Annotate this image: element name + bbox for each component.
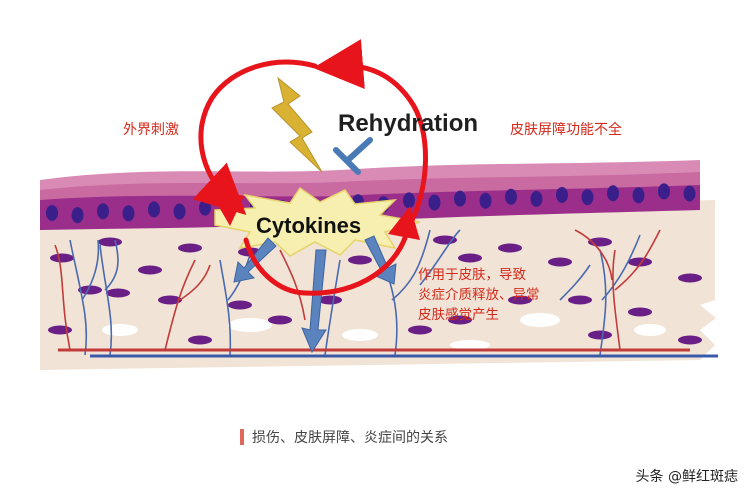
cell-nucleus bbox=[46, 205, 58, 221]
caption-marker bbox=[240, 429, 244, 445]
cell-nucleus bbox=[122, 205, 135, 222]
dermal-cell bbox=[628, 307, 652, 317]
cell-nucleus bbox=[479, 192, 492, 209]
lightning-bolt-icon bbox=[271, 76, 323, 173]
dermal-cell bbox=[50, 253, 74, 263]
cell-nucleus bbox=[403, 192, 415, 209]
dermis-layer bbox=[40, 200, 716, 370]
watermark: 头条 @鲜红斑痣 bbox=[635, 469, 738, 485]
cell-nucleus bbox=[454, 190, 466, 207]
cycle-arrowhead-top bbox=[330, 52, 360, 84]
cell-nucleus bbox=[683, 185, 696, 202]
cell-nucleus bbox=[607, 185, 619, 202]
effect-line-2: 炎症介质释放、异常 bbox=[418, 287, 540, 303]
dermal-cell bbox=[498, 243, 522, 253]
down-arrow-middle bbox=[301, 249, 327, 354]
dermal-cell bbox=[138, 265, 162, 275]
cell-nucleus bbox=[428, 194, 441, 211]
cell-nucleus bbox=[71, 207, 84, 224]
effect-line-1: 作用于皮肤，导致 bbox=[418, 267, 526, 283]
cell-nucleus bbox=[505, 188, 517, 205]
dermal-cell bbox=[548, 257, 572, 267]
cytokines-label: Cytokines bbox=[256, 213, 361, 238]
cycle-arrowhead-left bbox=[208, 188, 244, 226]
dermal-cell bbox=[106, 288, 130, 298]
cell-nucleus bbox=[530, 190, 543, 207]
dermal-cell bbox=[268, 315, 292, 325]
cell-nucleus bbox=[148, 201, 160, 218]
dermal-cell bbox=[568, 295, 592, 305]
effect-description: 作用于皮肤，导致 炎症介质释放、异常 皮肤感觉产生 bbox=[418, 265, 540, 325]
dermal-cell bbox=[628, 257, 652, 267]
dermal-cell bbox=[508, 295, 532, 305]
blood-vessels bbox=[54, 229, 661, 351]
cell-nucleus bbox=[632, 187, 645, 204]
dermal-cell bbox=[48, 325, 72, 335]
dermal-cells bbox=[48, 235, 702, 345]
external-stimulus-label: 外界刺激 bbox=[123, 122, 179, 138]
figure-caption: 损伤、皮肤屏障、炎症间的关系 bbox=[240, 427, 448, 447]
cycle-arrow-icon bbox=[192, 39, 428, 296]
dermal-cell bbox=[678, 335, 702, 345]
rehydration-label: Rehydration bbox=[338, 110, 479, 137]
dermal-cell bbox=[408, 325, 432, 335]
cell-nucleus bbox=[556, 187, 568, 203]
dermal-cell bbox=[178, 243, 202, 253]
dermal-cell bbox=[458, 253, 482, 263]
dermal-cell bbox=[318, 295, 342, 305]
dermal-cell bbox=[78, 285, 102, 295]
cell-nucleus bbox=[581, 189, 594, 206]
nerve-fibers bbox=[69, 229, 641, 356]
dermal-cell bbox=[188, 335, 212, 345]
dermal-cell bbox=[348, 255, 372, 265]
cycle-arrowhead-right bbox=[388, 206, 420, 240]
cell-nucleus bbox=[658, 183, 670, 200]
dermal-cell bbox=[158, 295, 182, 305]
dermal-cell bbox=[588, 330, 612, 340]
barrier-dysfunction-label: 皮肤屏障功能不全 bbox=[510, 122, 622, 138]
cell-nucleus bbox=[199, 199, 211, 216]
dermal-cell bbox=[228, 300, 252, 310]
dermal-cell bbox=[678, 273, 702, 283]
caption-text: 损伤、皮肤屏障、炎症间的关系 bbox=[252, 430, 448, 446]
dermal-cell bbox=[98, 237, 122, 247]
effect-line-3: 皮肤感觉产生 bbox=[418, 307, 499, 323]
dermal-cell bbox=[448, 315, 472, 325]
cell-nucleus bbox=[97, 203, 109, 220]
inhibitor-icon bbox=[333, 137, 373, 175]
cell-nucleus bbox=[173, 203, 186, 220]
